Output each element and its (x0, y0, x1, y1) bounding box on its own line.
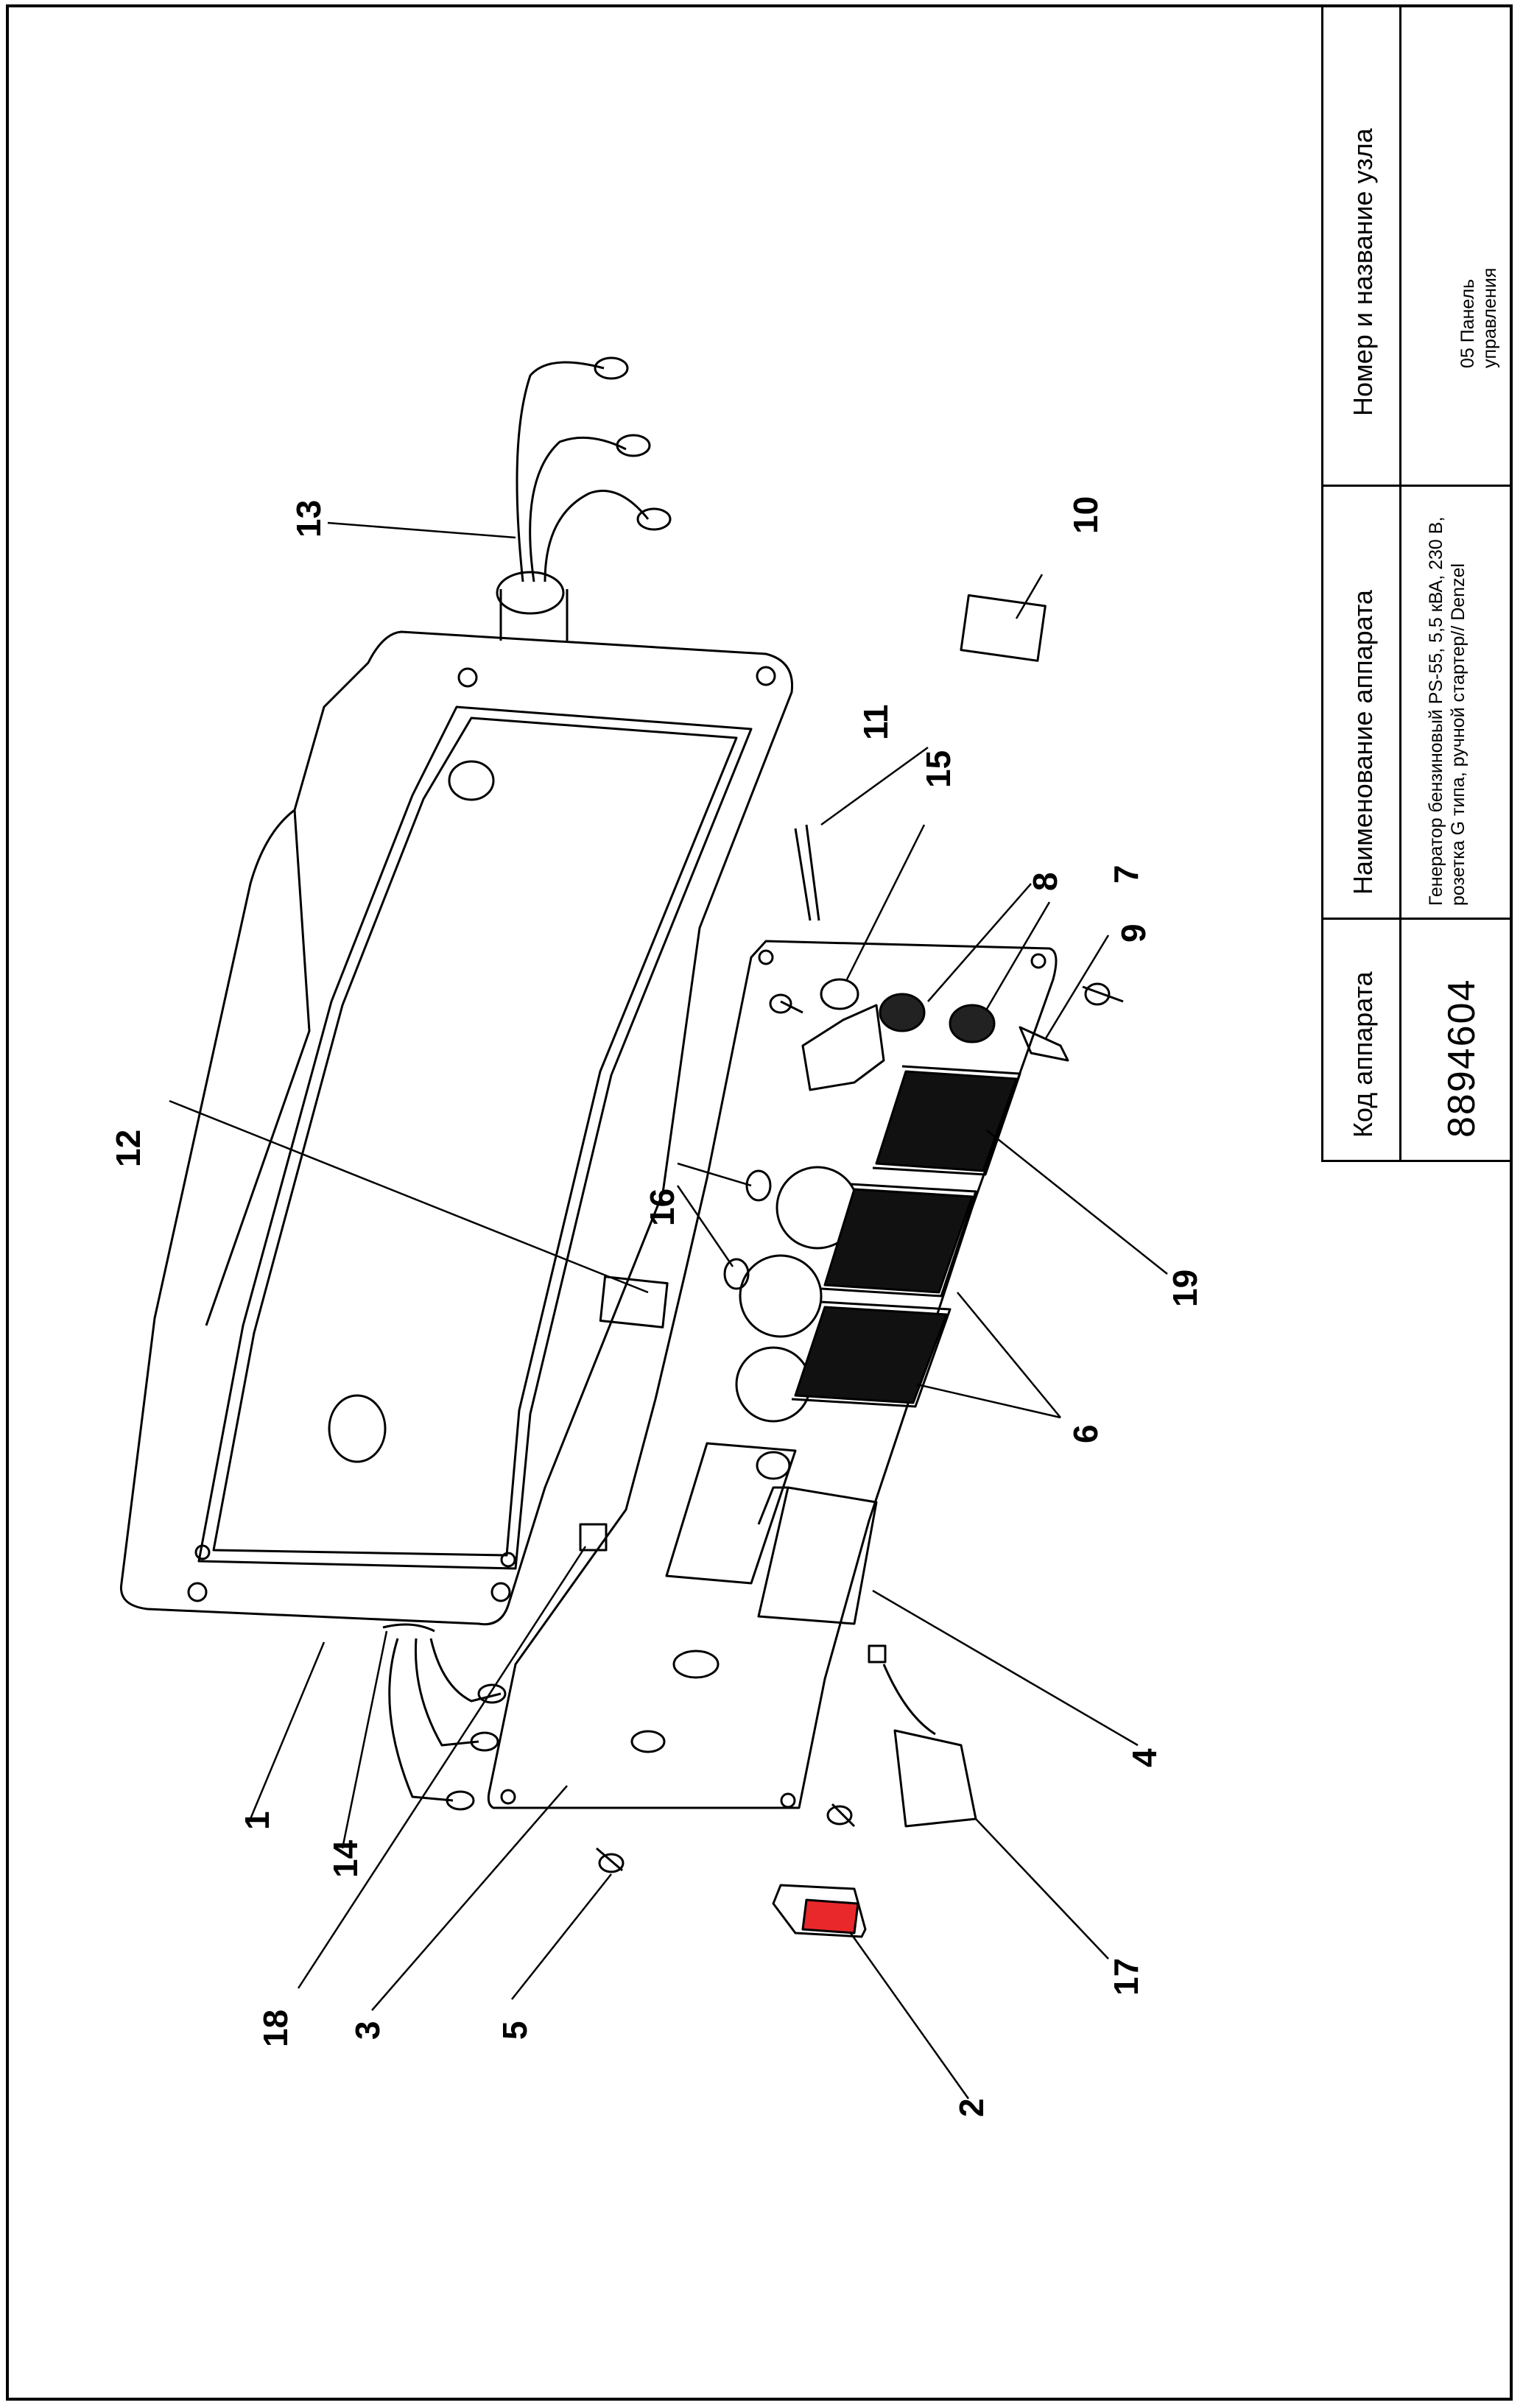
node-header: Номер и название узла (1348, 128, 1378, 416)
callout-15: 15 (919, 750, 957, 788)
name-header: Наименование аппарата (1348, 590, 1378, 895)
name-value: Генератор бензиновый PS-55, 5,5 кВА, 230… (1426, 516, 1469, 906)
callout-17: 17 (1107, 1958, 1145, 1996)
small-parts (579, 594, 1124, 1873)
callout-8: 8 (1026, 872, 1064, 891)
callout-10: 10 (1066, 496, 1105, 534)
callout-12: 12 (109, 1130, 147, 1167)
callout-2: 2 (952, 2098, 991, 2117)
callout-19: 19 (1166, 1270, 1204, 1307)
callout-13: 13 (289, 500, 328, 538)
node-value: 05 Панель управления (1457, 267, 1500, 368)
code-value: 8894604 (1441, 978, 1483, 1138)
callout-18: 18 (256, 2010, 295, 2047)
housing-frame (119, 630, 794, 1626)
sheet-frame (6, 4, 1513, 2401)
callout-16: 16 (643, 1189, 681, 1226)
callout-11: 11 (857, 704, 895, 740)
front-cable-bundle (382, 1623, 507, 1811)
callout-4: 4 (1125, 1748, 1164, 1767)
callout-1: 1 (238, 1811, 276, 1830)
sockets-group (794, 1070, 1018, 1404)
leader-lines (169, 521, 1168, 2099)
callout-3: 3 (348, 2021, 387, 2040)
control-panel-plate (487, 940, 1058, 1809)
callout-6: 6 (1066, 1424, 1105, 1443)
socket-bevels (791, 1065, 1021, 1408)
callout-numbers: 1 2 3 4 5 6 7 8 9 10 11 12 13 14 15 16 1… (109, 496, 1204, 2117)
callout-9: 9 (1114, 923, 1153, 943)
exploded-view-diagram: 1 2 3 4 5 6 7 8 9 10 11 12 13 14 15 16 1… (109, 356, 1204, 2117)
callout-7: 7 (1107, 865, 1145, 884)
callout-5: 5 (496, 2021, 534, 2040)
indicator-lamp (772, 1884, 867, 1938)
code-header: Код аппарата (1348, 971, 1378, 1138)
callout-14: 14 (326, 1840, 365, 1878)
rear-cable-bundle (496, 356, 672, 641)
